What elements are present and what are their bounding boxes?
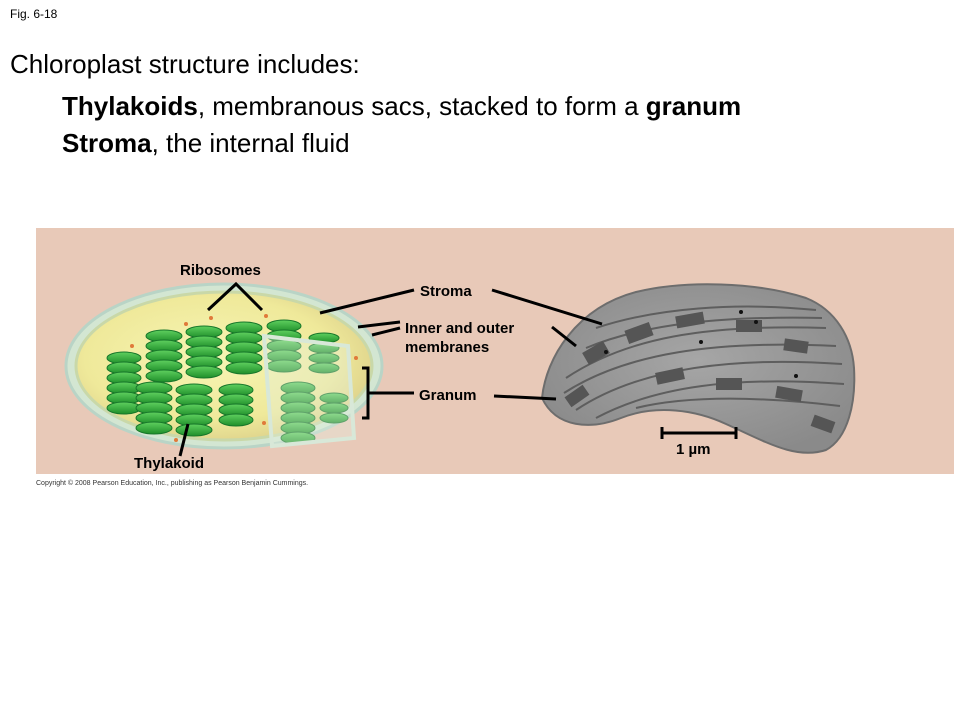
- chloroplast-illustration: [64, 282, 384, 450]
- thylakoid-leader: [178, 423, 190, 457]
- granum-leader-right: [493, 394, 557, 401]
- stroma-leader-right: [491, 288, 603, 326]
- ribosome-dot: [174, 438, 178, 442]
- ribosome-dot: [264, 314, 268, 318]
- label-stroma: Stroma: [420, 283, 472, 300]
- ribosomes-leader: [206, 281, 264, 312]
- label-membranes-line2: membranes: [405, 339, 489, 356]
- membranes-leader-outer: [357, 320, 401, 329]
- leader-lines: [178, 281, 603, 457]
- granum-stack: [319, 392, 349, 424]
- label-granum: Granum: [419, 387, 477, 404]
- granum-stack: [280, 381, 316, 445]
- chloroplast-figure-svg: Ribosomes Stroma Inner and outer membran…: [36, 228, 954, 474]
- micrograph-particle: [754, 320, 758, 324]
- page-title: Chloroplast structure includes:: [10, 49, 360, 79]
- granum-stack: [218, 383, 254, 427]
- label-membranes-line1: Inner and outer: [405, 320, 514, 337]
- micrograph-band: [575, 360, 843, 411]
- granum-stack: [135, 381, 173, 435]
- micrograph-granum: [582, 340, 610, 366]
- micrograph-particle: [699, 340, 703, 344]
- granum-stack: [175, 383, 213, 437]
- ribosome-dot: [184, 322, 188, 326]
- label-scale-bar: 1 µm: [676, 441, 711, 458]
- micrograph-particle: [604, 350, 608, 354]
- micrograph-band: [595, 380, 845, 419]
- cutaway-membrane: [261, 333, 357, 449]
- granum-stack: [225, 321, 263, 375]
- term-thylakoids: Thylakoids: [62, 91, 198, 121]
- bullet-stroma-text: , the internal fluid: [151, 128, 350, 158]
- chloroplast-micrograph: [540, 283, 856, 454]
- granum-stack: [145, 329, 183, 383]
- granum-stack: [185, 325, 223, 379]
- membranes-leader-inner: [371, 326, 401, 337]
- copyright-notice: Copyright © 2008 Pearson Education, Inc.…: [36, 480, 309, 487]
- bullet-thylakoids-text: , membranous sacs, stacked to form a: [197, 91, 646, 121]
- micrograph-granum: [775, 385, 803, 403]
- bullet-thylakoids: Thylakoids, membranous sacs, stacked to …: [62, 90, 741, 123]
- ribosomes-dots: [130, 314, 358, 442]
- ribosome-dot: [130, 344, 134, 348]
- micrograph-granum: [736, 320, 762, 332]
- stroma-leader-left: [319, 288, 415, 315]
- micrograph-particle: [739, 310, 743, 314]
- micrograph-thylakoid-bands: [563, 305, 845, 419]
- micrograph-granum: [624, 321, 654, 345]
- ribosome-dot: [354, 356, 358, 360]
- micrograph-band: [595, 305, 817, 329]
- micrograph-granum: [675, 311, 705, 329]
- micrograph-particles: [604, 310, 798, 378]
- granum-bracket: [362, 366, 414, 420]
- label-thylakoid: Thylakoid: [134, 455, 204, 472]
- ribosome-dot: [209, 316, 213, 320]
- electron-micrograph: [540, 283, 856, 454]
- ribosome-dot: [262, 421, 266, 425]
- micrograph-granum: [783, 338, 809, 354]
- micrograph-particle: [794, 374, 798, 378]
- term-granum: granum: [645, 91, 742, 121]
- micrograph-granum: [655, 367, 685, 385]
- term-stroma: Stroma: [62, 128, 152, 158]
- micrograph-grana: [564, 311, 836, 434]
- micrograph-band: [635, 397, 841, 409]
- figure-number: Fig. 6-18: [10, 7, 58, 21]
- chloroplast-figure: Ribosomes Stroma Inner and outer membran…: [36, 228, 954, 474]
- micrograph-granum: [716, 378, 742, 390]
- label-ribosomes: Ribosomes: [180, 262, 261, 279]
- membranes-leader-right: [551, 325, 577, 348]
- bullet-stroma: Stroma, the internal fluid: [62, 127, 350, 160]
- scale-bar: [660, 427, 738, 439]
- granum-stack: [106, 351, 142, 415]
- micrograph-granum: [564, 384, 590, 408]
- grana-stacks: [106, 319, 349, 445]
- micrograph-granum: [810, 414, 836, 434]
- granum-stack: [308, 332, 340, 374]
